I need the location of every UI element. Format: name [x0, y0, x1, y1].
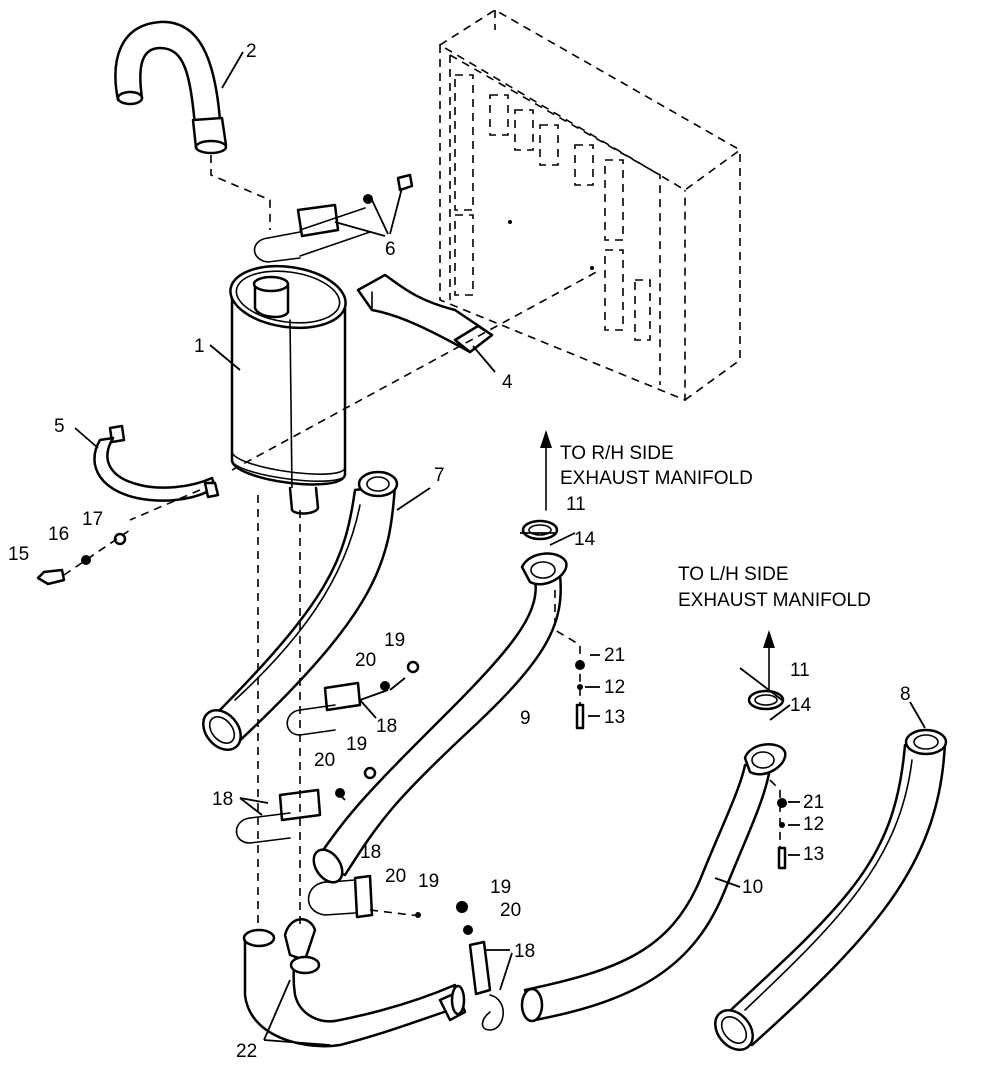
note-rh-line2: EXHAUST MANIFOLD: [560, 468, 753, 489]
callout-16: 16: [48, 524, 69, 545]
callout-18a: 18: [376, 716, 397, 737]
note-lh-line2: EXHAUST MANIFOLD: [678, 590, 871, 611]
callout-14b: 14: [790, 695, 812, 716]
callout-8: 8: [900, 684, 911, 705]
callout-13a: 13: [604, 707, 625, 728]
callout-9: 9: [520, 708, 531, 729]
muffler-bracket: [356, 273, 494, 354]
callout-19c: 19: [418, 871, 439, 892]
exhaust-pipe-rh: [312, 552, 568, 884]
callout-18b: 18: [212, 789, 233, 810]
callout-11b: 11: [790, 660, 810, 681]
clamp-set-mid: [286, 660, 420, 736]
callout-2: 2: [246, 41, 257, 62]
clamp-set-lh-pipe: [456, 901, 504, 1031]
callout-10: 10: [742, 877, 763, 898]
callout-11a: 11: [566, 494, 586, 515]
note-rh-line1: TO R/H SIDE: [560, 443, 674, 464]
callout-12b: 12: [803, 814, 824, 835]
callout-17: 17: [82, 509, 103, 530]
y-pipe: [242, 918, 467, 1048]
callout-22: 22: [236, 1041, 257, 1062]
callout-20a: 20: [355, 650, 376, 671]
callout-13b: 13: [803, 844, 824, 865]
callout-20c: 20: [385, 866, 406, 887]
callout-15: 15: [8, 544, 29, 565]
note-lh-line1: TO L/H SIDE: [678, 564, 789, 585]
exhaust-pipe-lh: [520, 743, 787, 1023]
callout-12a: 12: [604, 677, 625, 698]
louver-vents: [454, 74, 651, 341]
callout-6: 6: [385, 239, 396, 260]
callout-5: 5: [54, 416, 65, 437]
callout-7: 7: [434, 465, 445, 486]
muffler-strap: [93, 424, 220, 502]
callout-19b: 19: [346, 734, 367, 755]
callout-20b: 20: [314, 750, 335, 771]
gasket-rh: [521, 519, 559, 541]
callout-21b: 21: [803, 792, 824, 813]
callout-20d: 20: [500, 900, 521, 921]
muffler: [229, 264, 347, 515]
exhaust-pipe-heat-shield-left: [202, 470, 399, 751]
callout-19d: 19: [490, 877, 511, 898]
callout-18d: 18: [514, 941, 535, 962]
callout-21a: 21: [604, 645, 625, 666]
clamp-set-top: [253, 173, 414, 263]
callout-19a: 19: [384, 630, 405, 651]
callout-18c: 18: [360, 842, 381, 863]
exhaust-pipe-heat-shield-right: [714, 728, 948, 1051]
strap-fasteners: [36, 532, 127, 586]
exhaust-stack-elbow: [114, 20, 228, 155]
clamp-set-y-pipe: [307, 874, 421, 919]
gasket-lh: [747, 689, 785, 711]
arrow-to-rh-manifold: [540, 430, 552, 511]
arrow-to-lh-manifold: [763, 630, 775, 691]
callout-4: 4: [502, 372, 513, 393]
engine-cover-panel: [438, 9, 742, 402]
callout-1: 1: [194, 336, 205, 357]
callout-14a: 14: [574, 529, 596, 550]
